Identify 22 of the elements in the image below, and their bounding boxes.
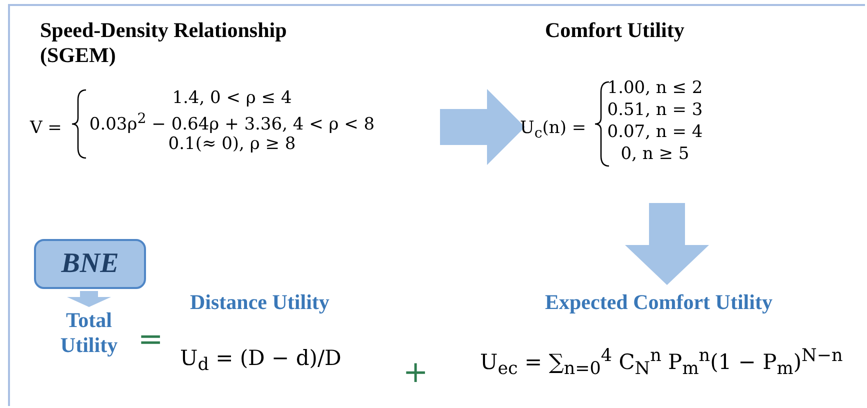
formula-case: 0.51, n = 3: [606, 100, 704, 120]
formula-text: U$_{c}$(n) =: [520, 118, 586, 142]
formula-text: U$_{ec}$ = ∑$_{n=0}$$^{4}$ C$_{N}$$^{n}$ P$_{m}$$^{n}$(1 − P$_{m}$)$^{N−n}$: [480, 346, 843, 380]
block-arrow: [67, 291, 111, 307]
formula-case: 0.03ρ$^{2}$ − 0.64ρ + 3.36, 4 < ρ < 8: [88, 111, 376, 135]
section-heading: Expected Comfort Utility: [545, 290, 772, 315]
section-heading: Comfort Utility: [545, 18, 684, 43]
block-arrow: [440, 89, 525, 165]
result-label: Total Utility: [59, 308, 119, 358]
equals-sign: =: [138, 322, 164, 357]
formula-case: 0, n ≥ 5: [620, 144, 690, 164]
block-arrow: [625, 203, 709, 285]
bne-box: BNE: [34, 239, 146, 289]
section-heading: Speed-Density Relationship (SGEM): [40, 18, 288, 68]
formula-case: 0.07, n = 4: [606, 122, 704, 142]
formula-text: V =: [30, 118, 62, 138]
formula-case: 0.1(≈ 0), ρ ≥ 8: [167, 134, 297, 154]
formula-case: 1.4, 0 < ρ ≤ 4: [171, 88, 293, 108]
section-heading: Distance Utility: [190, 290, 330, 315]
plus-sign: +: [403, 355, 428, 390]
formula-case: 1.00, n ≤ 2: [606, 78, 704, 98]
formula-text: U$_{d}$ = (D − d)/D: [180, 346, 342, 376]
